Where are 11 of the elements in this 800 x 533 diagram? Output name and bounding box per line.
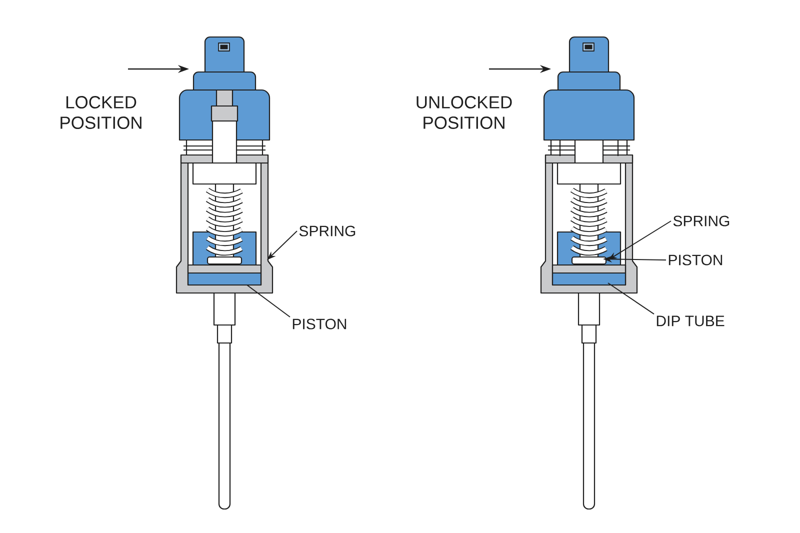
part-label: DIP TUBE xyxy=(656,316,724,326)
part-label: SPRING xyxy=(299,226,356,236)
part-label: SPRING xyxy=(673,216,730,226)
caption-text: UNLOCKED POSITION xyxy=(416,96,512,129)
part-label: PISTON xyxy=(292,318,346,330)
pump-illustration xyxy=(176,36,274,510)
leader-line xyxy=(608,282,654,315)
leader-line xyxy=(246,284,290,318)
part-label: PISTON xyxy=(668,254,722,266)
caption-text: LOCKED POSITION xyxy=(60,96,142,129)
pump-illustration xyxy=(540,36,638,510)
